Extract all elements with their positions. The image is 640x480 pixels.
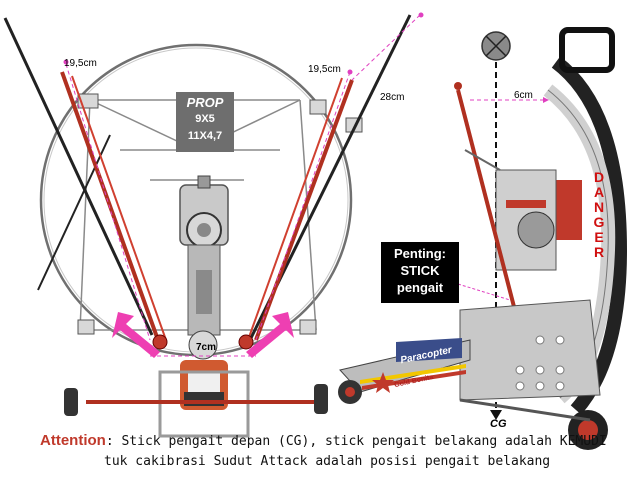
caption-attention: Attention (40, 432, 106, 449)
measure-right-top: 19,5cm (308, 64, 341, 75)
pivot-arrows (112, 312, 294, 358)
danger-letter: A (593, 184, 605, 200)
engine-hub (517, 211, 555, 249)
arrow-left (112, 312, 160, 358)
front-view (3, 12, 424, 438)
wheel-right (314, 384, 328, 414)
stick-black-left (3, 17, 154, 336)
note-line-1: Penting: (394, 246, 446, 261)
caption-line-2: tuk cakibrasi Sudut Attack adalah posisi… (104, 454, 551, 469)
star-logo (372, 372, 394, 393)
cg-arrowhead (490, 410, 502, 420)
stick-brace (464, 149, 501, 171)
clamp-bottom-right (299, 319, 317, 335)
keel-stripe-yellow (360, 364, 466, 384)
cg-label: CG (490, 418, 507, 430)
note-line-3: pengait (396, 280, 444, 295)
measure-side-top: 6cm (514, 90, 533, 101)
cg-marker-cross-b (485, 35, 507, 57)
stick-red-tip (454, 82, 462, 90)
brand-panel (396, 338, 462, 362)
prop-size-2: 11X4,7 (187, 130, 223, 142)
measure-diagonal: 28cm (380, 92, 405, 103)
arrow-right (246, 312, 294, 358)
prop-size-1: 9X5 (195, 113, 215, 125)
chassis-holes (515, 335, 565, 391)
note-pointer (457, 283, 511, 301)
prop-title: PROP (186, 95, 224, 110)
measure-left-top: 19,5cm (64, 58, 97, 69)
measure-bottom-center: 7cm (196, 342, 217, 353)
side-view (338, 27, 628, 450)
cage-loop (559, 27, 615, 73)
point-left-top (63, 59, 69, 65)
danger-letter: N (593, 199, 605, 215)
clamp-right (309, 99, 327, 115)
engine-block (552, 180, 582, 240)
caption-line-1-text: : Stick pengait depan (CG), stick pengai… (105, 434, 607, 449)
motor-hub (197, 223, 211, 237)
danger-letter: E (594, 229, 604, 245)
point-right-top (347, 69, 353, 75)
danger-letter: G (593, 214, 605, 230)
point-diagonal-top (418, 12, 424, 18)
danger-letter: D (593, 169, 605, 185)
pivot-left (152, 334, 168, 350)
clamp-bottom-left (77, 319, 95, 335)
pilot-helmet (188, 330, 218, 360)
engine-stripe (506, 200, 546, 208)
note-line-2: STICK (400, 263, 440, 278)
caption-line-1: Attention: Stick pengait depan (CG), sti… (40, 432, 607, 449)
prop-size-box: PROP 9X5 11X4,7 (176, 92, 234, 152)
motor-top (197, 175, 211, 189)
pivot-right (238, 334, 254, 350)
measure-guides (65, 14, 421, 357)
mast-slot (196, 270, 212, 314)
rear-wheel-hub (578, 420, 598, 440)
stick-red-right (254, 79, 354, 341)
rear-strut (459, 398, 591, 422)
stick-red-left-2 (71, 75, 167, 341)
chassis (459, 299, 601, 401)
stick-red-left (60, 71, 160, 341)
stick-black-left-2 (37, 134, 111, 291)
stick-red-side (456, 89, 522, 331)
stick-red-right-2 (247, 77, 343, 341)
cage-side-dark (551, 56, 628, 415)
danger-letter: R (593, 244, 605, 260)
wheel-left (64, 388, 78, 416)
nose-wheel-hub (345, 387, 355, 397)
note-box: Penting: STICK pengait (381, 242, 459, 303)
